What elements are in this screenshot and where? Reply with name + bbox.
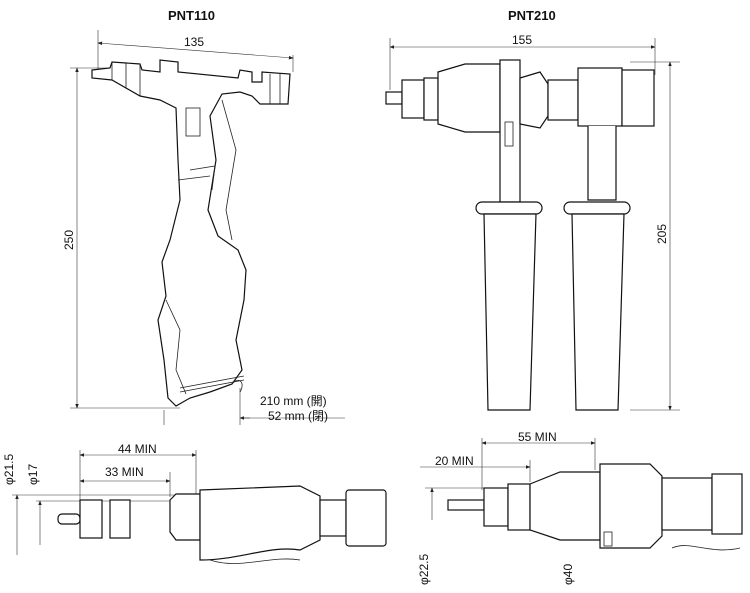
dia-40: φ40: [561, 564, 575, 585]
model-title-pnt110: PNT110: [168, 8, 215, 23]
dim-44-min: 44 MIN: [118, 442, 157, 456]
dim-open-pnt110: 210 mm (開): [260, 394, 327, 408]
pnt210-side-view: PNT210 155 205: [385, 8, 680, 411]
dim-20-min: 20 MIN: [435, 454, 474, 468]
pnt110-nose-detail: 44 MIN 33 MIN φ21.5 φ17: [2, 442, 387, 564]
dim-33-min: 33 MIN: [105, 465, 144, 479]
pnt110-side-view: PNT110 135 250 210 mm (開) 52 mm (閉): [62, 8, 345, 425]
model-title-pnt210: PNT210: [508, 8, 556, 23]
dia-21-5: φ21.5: [2, 454, 16, 485]
dim-height-pnt110: 250: [62, 230, 76, 250]
dia-22-5: φ22.5: [417, 554, 431, 585]
dim-length-pnt210: 155: [512, 33, 532, 47]
dim-height-pnt210: 205: [655, 224, 669, 244]
pnt210-nose-detail: 55 MIN 20 MIN φ22.5 φ40: [417, 430, 743, 585]
dim-55-min: 55 MIN: [518, 430, 557, 444]
dim-closed-pnt110: 52 mm (閉): [268, 409, 328, 423]
dia-17: φ17: [26, 464, 40, 485]
dim-length-pnt110: 135: [184, 35, 204, 49]
